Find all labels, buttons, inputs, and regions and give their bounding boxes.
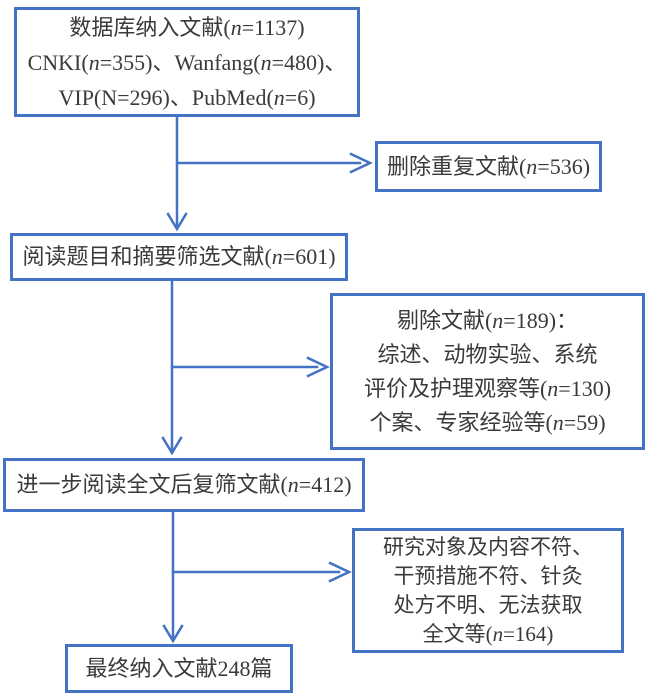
- box-excluded-first-line: 剔除文献(n=189)：: [396, 307, 579, 333]
- box-excluded-first-line: 个案、专家经验等(n=59): [369, 409, 606, 435]
- box-database-line: VIP(N=296)、PubMed(n=6): [58, 84, 316, 110]
- arrow-to-excluded-second: [171, 561, 352, 583]
- box-excluded-after-screening: 剔除文献(n=189)： 综述、动物实验、系统 评价及护理观察等(n=130) …: [330, 293, 645, 450]
- box-excluded-after-fulltext: 研究对象及内容不符、 干预措施不符、针灸 处方不明、无法获取 全文等(n=164…: [352, 528, 624, 653]
- arrow-title-abstract-to-fulltext: [161, 279, 183, 456]
- box-duplicates-line: 删除重复文献(n=536): [386, 153, 591, 179]
- box-database-records: 数据库纳入文献(n=1137) CNKI(n=355)、Wanfang(n=48…: [14, 7, 360, 117]
- box-excluded-second-line: 研究对象及内容不符、: [383, 534, 593, 559]
- arrow-to-duplicates-removed: [175, 152, 373, 174]
- box-database-line: CNKI(n=355)、Wanfang(n=480)、: [27, 49, 347, 75]
- box-fulltext-line: 进一步阅读全文后复筛文献(n=412): [16, 472, 352, 497]
- box-final-included: 最终纳入文献248篇: [65, 644, 293, 693]
- box-database-line: 数据库纳入文献(n=1137): [69, 14, 305, 40]
- arrow-database-to-title-abstract: [166, 115, 188, 232]
- arrow-fulltext-to-final: [162, 510, 184, 644]
- box-excluded-first-line: 综述、动物实验、系统: [377, 341, 598, 367]
- box-title-abstract-line: 阅读题目和摘要筛选文献(n=601): [22, 244, 336, 269]
- box-title-abstract-screening: 阅读题目和摘要筛选文献(n=601): [10, 233, 348, 281]
- box-final-line: 最终纳入文献248篇: [85, 655, 273, 681]
- arrow-to-excluded-first: [170, 356, 330, 378]
- box-fulltext-rescreening: 进一步阅读全文后复筛文献(n=412): [3, 458, 365, 512]
- box-excluded-second-line: 全文等(n=164): [422, 621, 554, 646]
- box-excluded-first-line: 评价及护理观察等(n=130): [363, 375, 612, 401]
- box-excluded-second-line: 处方不明、无法获取: [393, 592, 583, 617]
- box-duplicates-removed: 删除重复文献(n=536): [375, 141, 602, 192]
- box-excluded-second-line: 干预措施不符、针灸: [393, 563, 583, 588]
